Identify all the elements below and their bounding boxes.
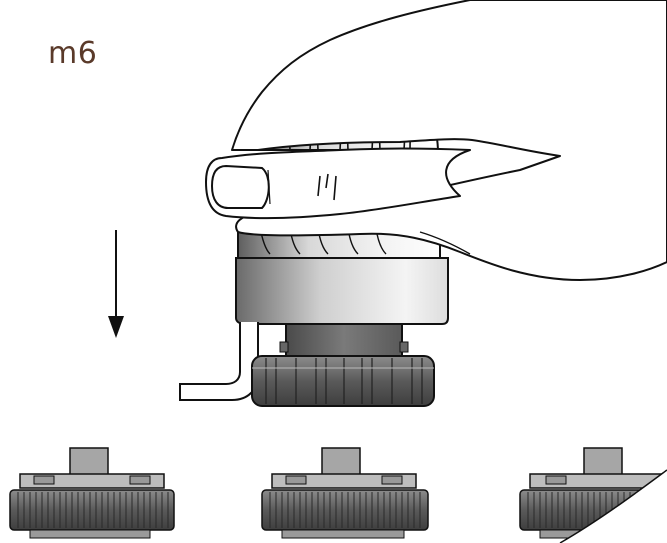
base-part-middle — [261, 447, 429, 539]
hand-illustration — [205, 0, 667, 281]
capillary-tube — [179, 322, 259, 401]
down-arrow-icon — [108, 230, 124, 338]
base-part-right — [519, 447, 667, 543]
knurled-nut — [251, 355, 435, 407]
step-label: m6 — [48, 36, 98, 71]
valve-collar — [235, 257, 449, 325]
valve-stem — [279, 323, 409, 361]
base-part-left — [9, 447, 175, 539]
